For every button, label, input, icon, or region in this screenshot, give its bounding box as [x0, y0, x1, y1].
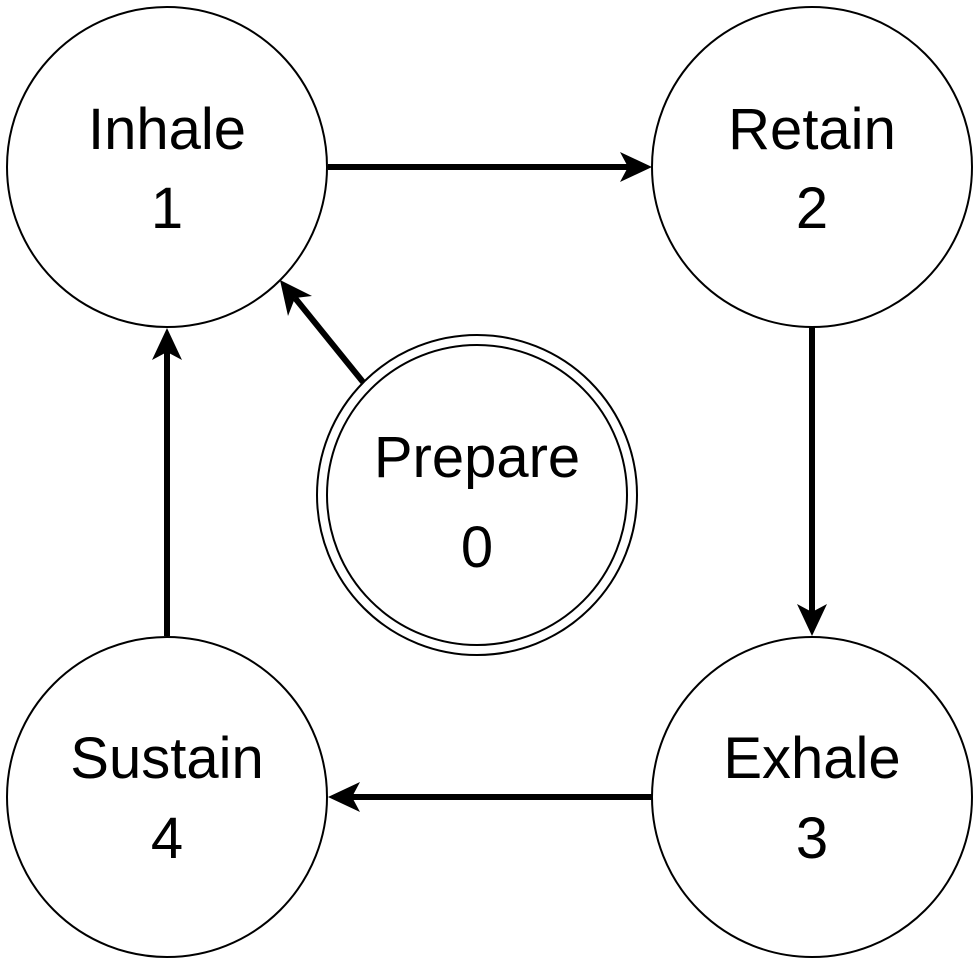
state-prepare-number: 0 [461, 515, 493, 580]
edge-retain-to-exhale [797, 327, 827, 636]
edge-exhale-to-sustain [328, 782, 652, 812]
state-inhale-number: 1 [151, 176, 183, 241]
edge-inhale-to-retain [328, 152, 652, 182]
transitions [152, 152, 827, 812]
state-retain-name: Retain [728, 97, 896, 162]
state-inhale-name: Inhale [88, 97, 246, 162]
state-prepare-initial: Prepare 0 [316, 334, 638, 656]
state-exhale: Exhale 3 [651, 636, 973, 958]
state-retain: Retain 2 [651, 6, 973, 328]
state-prepare-name: Prepare [374, 425, 580, 490]
edge-prepare-to-inhale [280, 280, 366, 384]
edge-sustain-to-inhale [152, 328, 182, 636]
state-sustain: Sustain 4 [6, 636, 328, 958]
state-sustain-number: 4 [151, 806, 183, 871]
state-exhale-number: 3 [796, 806, 828, 871]
state-retain-number: 2 [796, 176, 828, 241]
state-exhale-name: Exhale [723, 726, 900, 791]
state-inhale: Inhale 1 [6, 6, 328, 328]
state-sustain-name: Sustain [70, 726, 263, 791]
